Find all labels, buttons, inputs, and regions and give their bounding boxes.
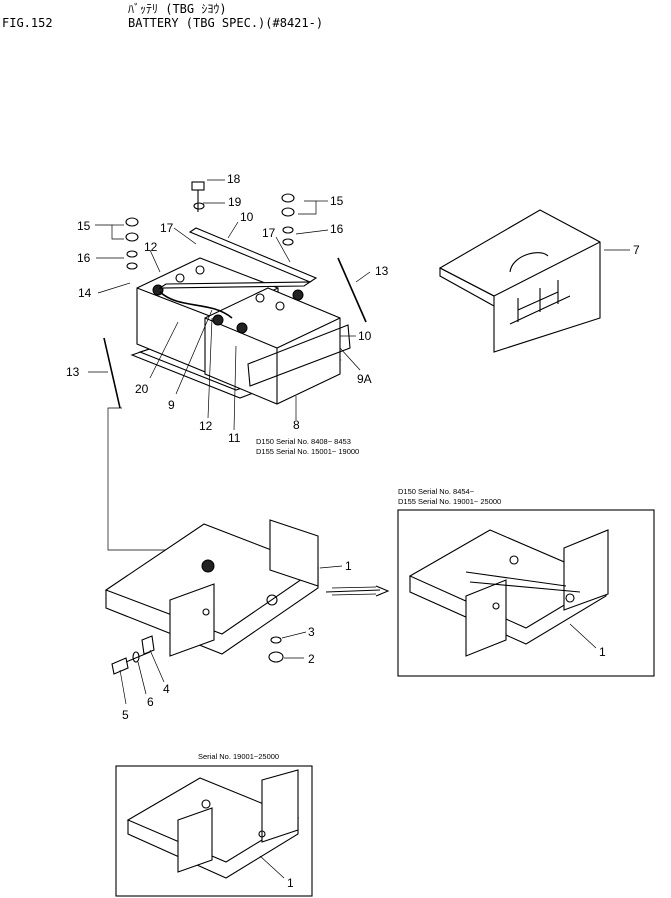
callout-5: 5: [122, 708, 129, 722]
page-title: BATTERY (TBG SPEC.)(#8421-): [128, 16, 324, 30]
callout-16: 16: [77, 251, 91, 265]
serial-note-upper-d150: D150 Serial No. 8408~ 8453: [256, 437, 351, 446]
callout-10: 10: [358, 329, 372, 343]
serial-note-right-d155: D155 Serial No. 19001~ 25000: [398, 497, 502, 506]
battery-cover: [438, 209, 630, 353]
serial-note-right-d150: D150 Serial No. 8454~: [398, 487, 475, 496]
callout-12: 12: [199, 419, 213, 433]
callout-1: 1: [345, 559, 352, 573]
serial-note-bottom: Serial No. 19001~25000: [198, 752, 280, 761]
callout-14: 14: [78, 286, 92, 300]
detail-box-right: [397, 509, 655, 677]
callout-13: 13: [375, 264, 389, 278]
battery-assembly: [88, 179, 371, 551]
callout-17: 17: [262, 226, 276, 240]
callout-12: 12: [144, 240, 158, 254]
callout-15: 15: [77, 219, 91, 233]
callout-20: 20: [135, 382, 149, 396]
callout-9: 9: [168, 398, 175, 412]
callout-17: 17: [160, 221, 174, 235]
callout-15: 15: [330, 194, 344, 208]
callout-10: 10: [240, 210, 254, 224]
serial-note-upper-d155: D155 Serial No. 15001~ 19000: [256, 447, 360, 456]
callout-7: 7: [633, 243, 640, 257]
callout-1: 1: [287, 876, 294, 890]
detail-box-bottom: [115, 765, 313, 897]
callout-6: 6: [147, 695, 154, 709]
title-japanese: ﾊﾞｯﾃﾘ (TBG ｼﾖｳ): [128, 2, 227, 16]
figure-number: FIG.152: [2, 16, 53, 30]
callout-16: 16: [330, 222, 344, 236]
callout-2: 2: [308, 652, 315, 666]
callout-11: 11: [228, 431, 241, 445]
callout-1: 1: [599, 645, 606, 659]
main-tray: [104, 519, 390, 705]
callout-4: 4: [163, 682, 170, 696]
callout-18: 18: [227, 172, 241, 186]
callout-19: 19: [228, 195, 242, 209]
callout-13: 13: [66, 365, 80, 379]
callout-8: 8: [293, 418, 300, 432]
callout-3: 3: [308, 625, 315, 639]
callout-9a: 9A: [357, 372, 372, 386]
